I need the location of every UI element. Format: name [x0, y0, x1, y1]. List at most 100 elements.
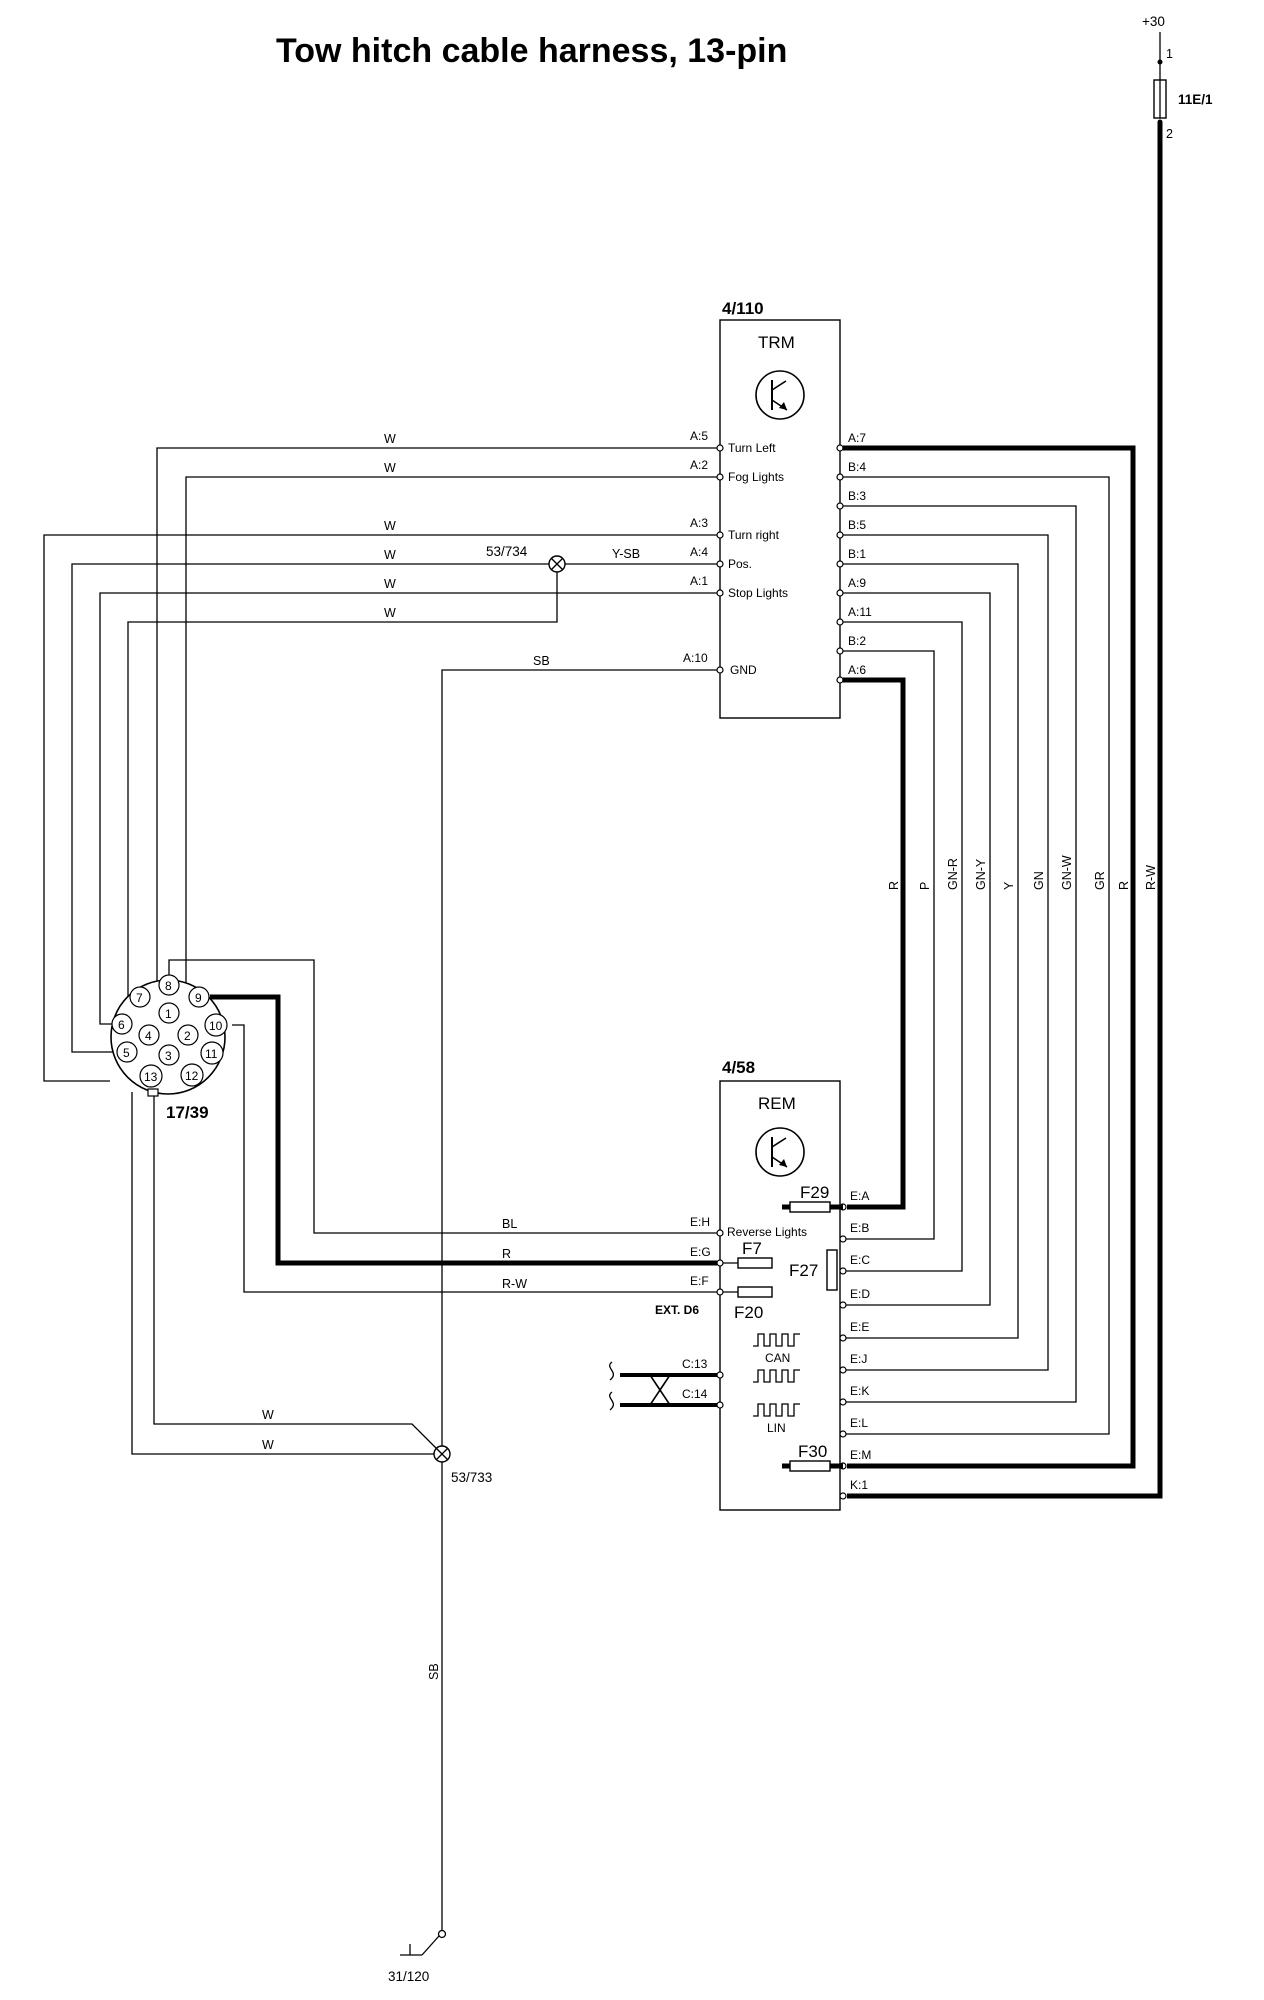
wire-r-w [232, 1024, 717, 1293]
rem-pin-ek: E:K [850, 1384, 869, 1398]
wire-label-w3: W [384, 519, 396, 533]
rem-label-reverse-lights: Reverse Lights [727, 1225, 807, 1239]
wire-gn-r [843, 621, 963, 1272]
connector-pin-5: 5 [123, 1046, 130, 1060]
trm-pin-b4: B:4 [848, 460, 866, 474]
can-label: CAN [765, 1351, 790, 1365]
rem-pin-eh: E:H [690, 1215, 710, 1229]
wire-label-gn: GN [1032, 871, 1046, 890]
wire-label-bl: BL [502, 1217, 517, 1231]
trm-pin-a11: A:11 [848, 605, 872, 619]
fuse-f30 [789, 1460, 831, 1472]
trm-pin-b2: B:2 [848, 634, 866, 648]
rem-pin-ef: E:F [690, 1274, 709, 1288]
trm-pin-a1: A:1 [690, 574, 708, 588]
lin-label: LIN [767, 1421, 786, 1435]
wire-gn-y [843, 592, 991, 1306]
trm-box [719, 319, 841, 719]
wire-gn [843, 534, 1049, 1371]
rem-ref: 4/58 [722, 1058, 755, 1077]
fuse-f27 [826, 1249, 838, 1291]
pin-a3 [716, 531, 724, 539]
wire-label-w2: W [384, 461, 396, 475]
fuse-f20-label: F20 [734, 1303, 763, 1322]
wire-r-w-supply [847, 122, 1163, 1499]
wire-label-r2: R [1117, 881, 1131, 890]
wire-w-ground-1 [153, 1092, 443, 1455]
wire-w-ground-2 [131, 1092, 442, 1455]
transistor-icon [755, 1127, 805, 1177]
connector-pin-10: 10 [209, 1019, 223, 1033]
rem-pin-ea: E:A [850, 1189, 869, 1203]
wire-w-turn-left [156, 447, 717, 990]
trm-left-wiring: 53/734 Y-SB W W W W W W SB [43, 432, 717, 1930]
wire-w-pos [71, 563, 717, 1053]
wire-gr [843, 476, 1110, 1435]
connector-ref-label: 17/39 [166, 1103, 209, 1122]
fuse-f30-label: F30 [798, 1442, 827, 1461]
wire-sb-gnd [441, 669, 717, 1930]
pin-a5 [716, 444, 724, 452]
connector-pin-12: 12 [185, 1069, 199, 1083]
rem-left-pins: E:H E:G E:F C:13 C:14 [682, 1215, 724, 1409]
wire-w-turn-right [43, 534, 717, 1082]
trm-pin-a3: A:3 [690, 516, 708, 530]
trm-name: TRM [758, 333, 795, 352]
fuse-f29-label: F29 [800, 1183, 829, 1202]
fuse-f20 [737, 1286, 773, 1298]
wire-r-a6-ea [843, 677, 906, 1210]
rem-pin-c14: C:14 [682, 1387, 708, 1401]
wire-label-w4: W [384, 548, 396, 562]
pin-a10 [716, 666, 724, 674]
pin-a4 [716, 560, 724, 568]
lin-icon: LIN [753, 1403, 800, 1435]
wire-label-w-bottom-2: W [262, 1438, 274, 1452]
trm-module: 4/110 TRM A:5 A:2 A:3 A:4 A:1 A:10 Turn … [683, 299, 872, 719]
wire-r-a7-em [843, 445, 1136, 1469]
connector-17-39: 1 2 3 4 5 6 7 8 9 10 11 12 13 17/39 [110, 974, 228, 1122]
trm-pin-a2: A:2 [690, 458, 708, 472]
wire-label-w6: W [384, 606, 396, 620]
wire-w-fog [185, 476, 717, 1018]
trm-left-pins: A:5 A:2 A:3 A:4 A:1 A:10 Turn Left Fog L… [683, 429, 788, 677]
wire-label-p: P [918, 882, 932, 890]
connector-key [147, 1088, 159, 1097]
trm-pin-a6: A:6 [848, 663, 866, 677]
ground-ref-label: 31/120 [388, 1969, 429, 1984]
rem-pin-eb: E:B [850, 1221, 869, 1235]
wire-p [843, 650, 935, 1240]
connector-pin-1: 1 [165, 1007, 172, 1021]
connector-pins: 1 2 3 4 5 6 7 8 9 10 11 12 13 [111, 974, 228, 1088]
trm-pin-a10: A:10 [683, 651, 708, 665]
wire-label-gn-r: GN-R [946, 858, 960, 890]
rem-fuses: F29 F7 F27 F20 F30 [723, 1183, 843, 1472]
wire-label-sb-gnd: SB [533, 654, 550, 668]
wire-label-r-rem: R [502, 1247, 511, 1261]
wire-gn-w [843, 505, 1077, 1403]
trm-pin-b1: B:1 [848, 547, 866, 561]
trm-right-pins: A:7 B:4 B:3 B:5 B:1 A:9 A:11 B:2 A:6 [836, 431, 872, 684]
rem-pin-k1: K:1 [850, 1478, 868, 1492]
fuse-f27-label: F27 [789, 1261, 818, 1280]
connector-pin-3: 3 [165, 1049, 172, 1063]
wire-label-y: Y [1002, 881, 1016, 890]
trm-label-fog-lights: Fog Lights [728, 470, 784, 484]
trm-label-stop-lights: Stop Lights [728, 586, 788, 600]
connector-rem-wiring: BL R R-W W W 53/733 [131, 959, 717, 1485]
transistor-icon [755, 370, 805, 420]
trm-label-turn-left: Turn Left [728, 441, 776, 455]
wire-bl [168, 959, 717, 1234]
wire-label-w5: W [384, 577, 396, 591]
pin-a2 [716, 473, 724, 481]
rem-pin-em: E:M [850, 1448, 871, 1462]
connector-pin-13: 13 [144, 1070, 158, 1084]
rem-pin-ec: E:C [850, 1253, 870, 1267]
trm-rem-wiring: R P GN-R GN-Y Y GN GN-W GR R R-W [843, 445, 1158, 1469]
trm-pin-a7: A:7 [848, 431, 866, 445]
splice-53-734 [548, 555, 566, 573]
rem-pin-el: E:L [850, 1416, 868, 1430]
splice-53-734-label: 53/734 [486, 544, 528, 559]
wire-label-r-w: R-W [1144, 865, 1158, 890]
rem-label-ext-d6: EXT. D6 [655, 1303, 699, 1317]
